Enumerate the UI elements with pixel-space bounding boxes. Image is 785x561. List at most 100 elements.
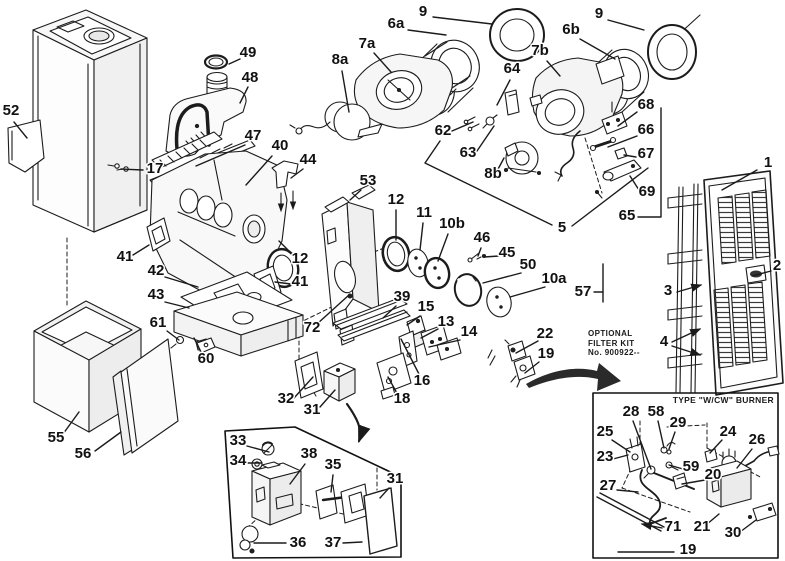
part-1-front-door: [703, 170, 784, 396]
callout-14: 14: [428, 322, 479, 348]
callout-59: 59: [668, 457, 701, 477]
callout-48: 48: [239, 68, 260, 104]
callout-50: 50: [482, 255, 538, 284]
callout-60: 60: [193, 337, 216, 369]
arrow-to-inset: [345, 402, 371, 444]
callout-4: 4: [658, 328, 702, 356]
callout-43: 43: [146, 285, 190, 309]
callout-53: 53: [349, 171, 378, 201]
part-61-screw: [170, 335, 185, 349]
part-66-pin: [589, 136, 617, 152]
callout-32: 32: [276, 376, 314, 409]
svg-text:8b: 8b: [484, 165, 502, 182]
callout-41: 41: [115, 244, 150, 267]
callout-29: 29: [668, 413, 688, 450]
part-67-block: [614, 147, 628, 160]
callout-40: 40: [245, 136, 290, 186]
svg-text:56: 56: [75, 445, 92, 462]
svg-text:19: 19: [538, 345, 555, 362]
part-33-clip: [261, 441, 275, 456]
svg-text:19: 19: [680, 541, 697, 558]
part-44-bracket: [271, 160, 299, 213]
callout-34: 34: [228, 451, 263, 471]
part-69-bar: [602, 159, 642, 182]
svg-text:30: 30: [725, 524, 742, 541]
svg-text:2: 2: [773, 257, 781, 274]
callout-11: 11: [415, 203, 433, 251]
filter-note-line1: OPTIONAL: [588, 329, 633, 338]
svg-text:43: 43: [148, 286, 165, 303]
svg-text:64: 64: [504, 60, 521, 77]
part-9-ring-right: [647, 14, 701, 80]
part-28-fitting: [643, 465, 656, 479]
part-56-panel: [112, 338, 179, 456]
callout-10b: 10b: [437, 214, 466, 262]
callout-46: 46: [472, 228, 492, 257]
part-7b-blower-housing: [529, 55, 625, 137]
svg-text:41: 41: [117, 248, 134, 265]
part-37-plate: [363, 487, 398, 555]
svg-text:18: 18: [394, 390, 411, 407]
callout-47: 47: [195, 126, 263, 167]
svg-text:13: 13: [438, 313, 455, 330]
callout-31: 31: [302, 389, 336, 420]
callout-17: 17: [120, 159, 165, 179]
part-18-control: [376, 352, 412, 400]
part-32-plate: [294, 351, 324, 399]
svg-text:66: 66: [638, 121, 655, 138]
svg-text:60: 60: [198, 350, 215, 367]
svg-text:23: 23: [597, 448, 614, 465]
callout-5: 5: [424, 140, 649, 238]
svg-text:65: 65: [619, 207, 636, 224]
svg-text:31: 31: [387, 470, 404, 487]
svg-text:40: 40: [272, 137, 289, 154]
callout-66: 66: [607, 120, 656, 148]
callout-28: 28: [621, 402, 652, 470]
svg-text:11: 11: [416, 204, 432, 221]
part-29-hook: [666, 441, 676, 455]
svg-text:62: 62: [435, 122, 452, 139]
callout-7b: 7b: [530, 41, 561, 77]
callout-61: 61: [148, 313, 180, 341]
part-39-channels: [332, 297, 411, 342]
svg-text:31: 31: [304, 401, 321, 418]
svg-text:9: 9: [419, 3, 427, 20]
callout-9: 9: [593, 4, 645, 31]
part-41-plate-left: [146, 217, 171, 252]
callout-67: 67: [623, 144, 656, 164]
callout-41: 41: [274, 272, 310, 292]
svg-text:37: 37: [325, 534, 342, 551]
svg-text:29: 29: [670, 414, 687, 431]
part-63-fitting: [482, 114, 498, 129]
part-19-bracket: [487, 349, 536, 388]
svg-text:59: 59: [683, 458, 700, 475]
svg-text:46: 46: [474, 229, 491, 246]
part-34-nut: [251, 458, 263, 470]
callout-71: 71: [640, 517, 683, 537]
optional-filter-kit-note: OPTIONAL FILTER KIT No. 900922--: [588, 329, 640, 358]
callout-58: 58: [646, 402, 666, 449]
part-12-ring-right: [381, 235, 411, 273]
part-2-handle: [745, 264, 767, 284]
svg-text:10a: 10a: [541, 270, 567, 287]
svg-text:48: 48: [242, 69, 259, 86]
svg-text:53: 53: [360, 172, 377, 189]
svg-text:50: 50: [520, 256, 537, 273]
callout-15: 15: [406, 297, 436, 326]
callout-57: 57: [573, 263, 604, 303]
svg-text:52: 52: [3, 102, 20, 119]
part-68-bracket: [601, 101, 628, 135]
svg-text:12: 12: [388, 191, 405, 208]
callout-1: 1: [721, 153, 774, 191]
svg-text:17: 17: [147, 160, 164, 177]
part-20-union: [653, 472, 695, 490]
part-43-burner-box: [173, 291, 304, 357]
callout-63: 63: [458, 125, 495, 163]
callout-33: 33: [228, 431, 270, 453]
callout-16: 16: [400, 338, 432, 391]
part-35-bracket: [315, 483, 370, 524]
part-24-elbow: [704, 448, 718, 463]
svg-text:57: 57: [575, 283, 592, 300]
inset-box-burner: [592, 392, 779, 559]
svg-text:26: 26: [749, 431, 766, 448]
